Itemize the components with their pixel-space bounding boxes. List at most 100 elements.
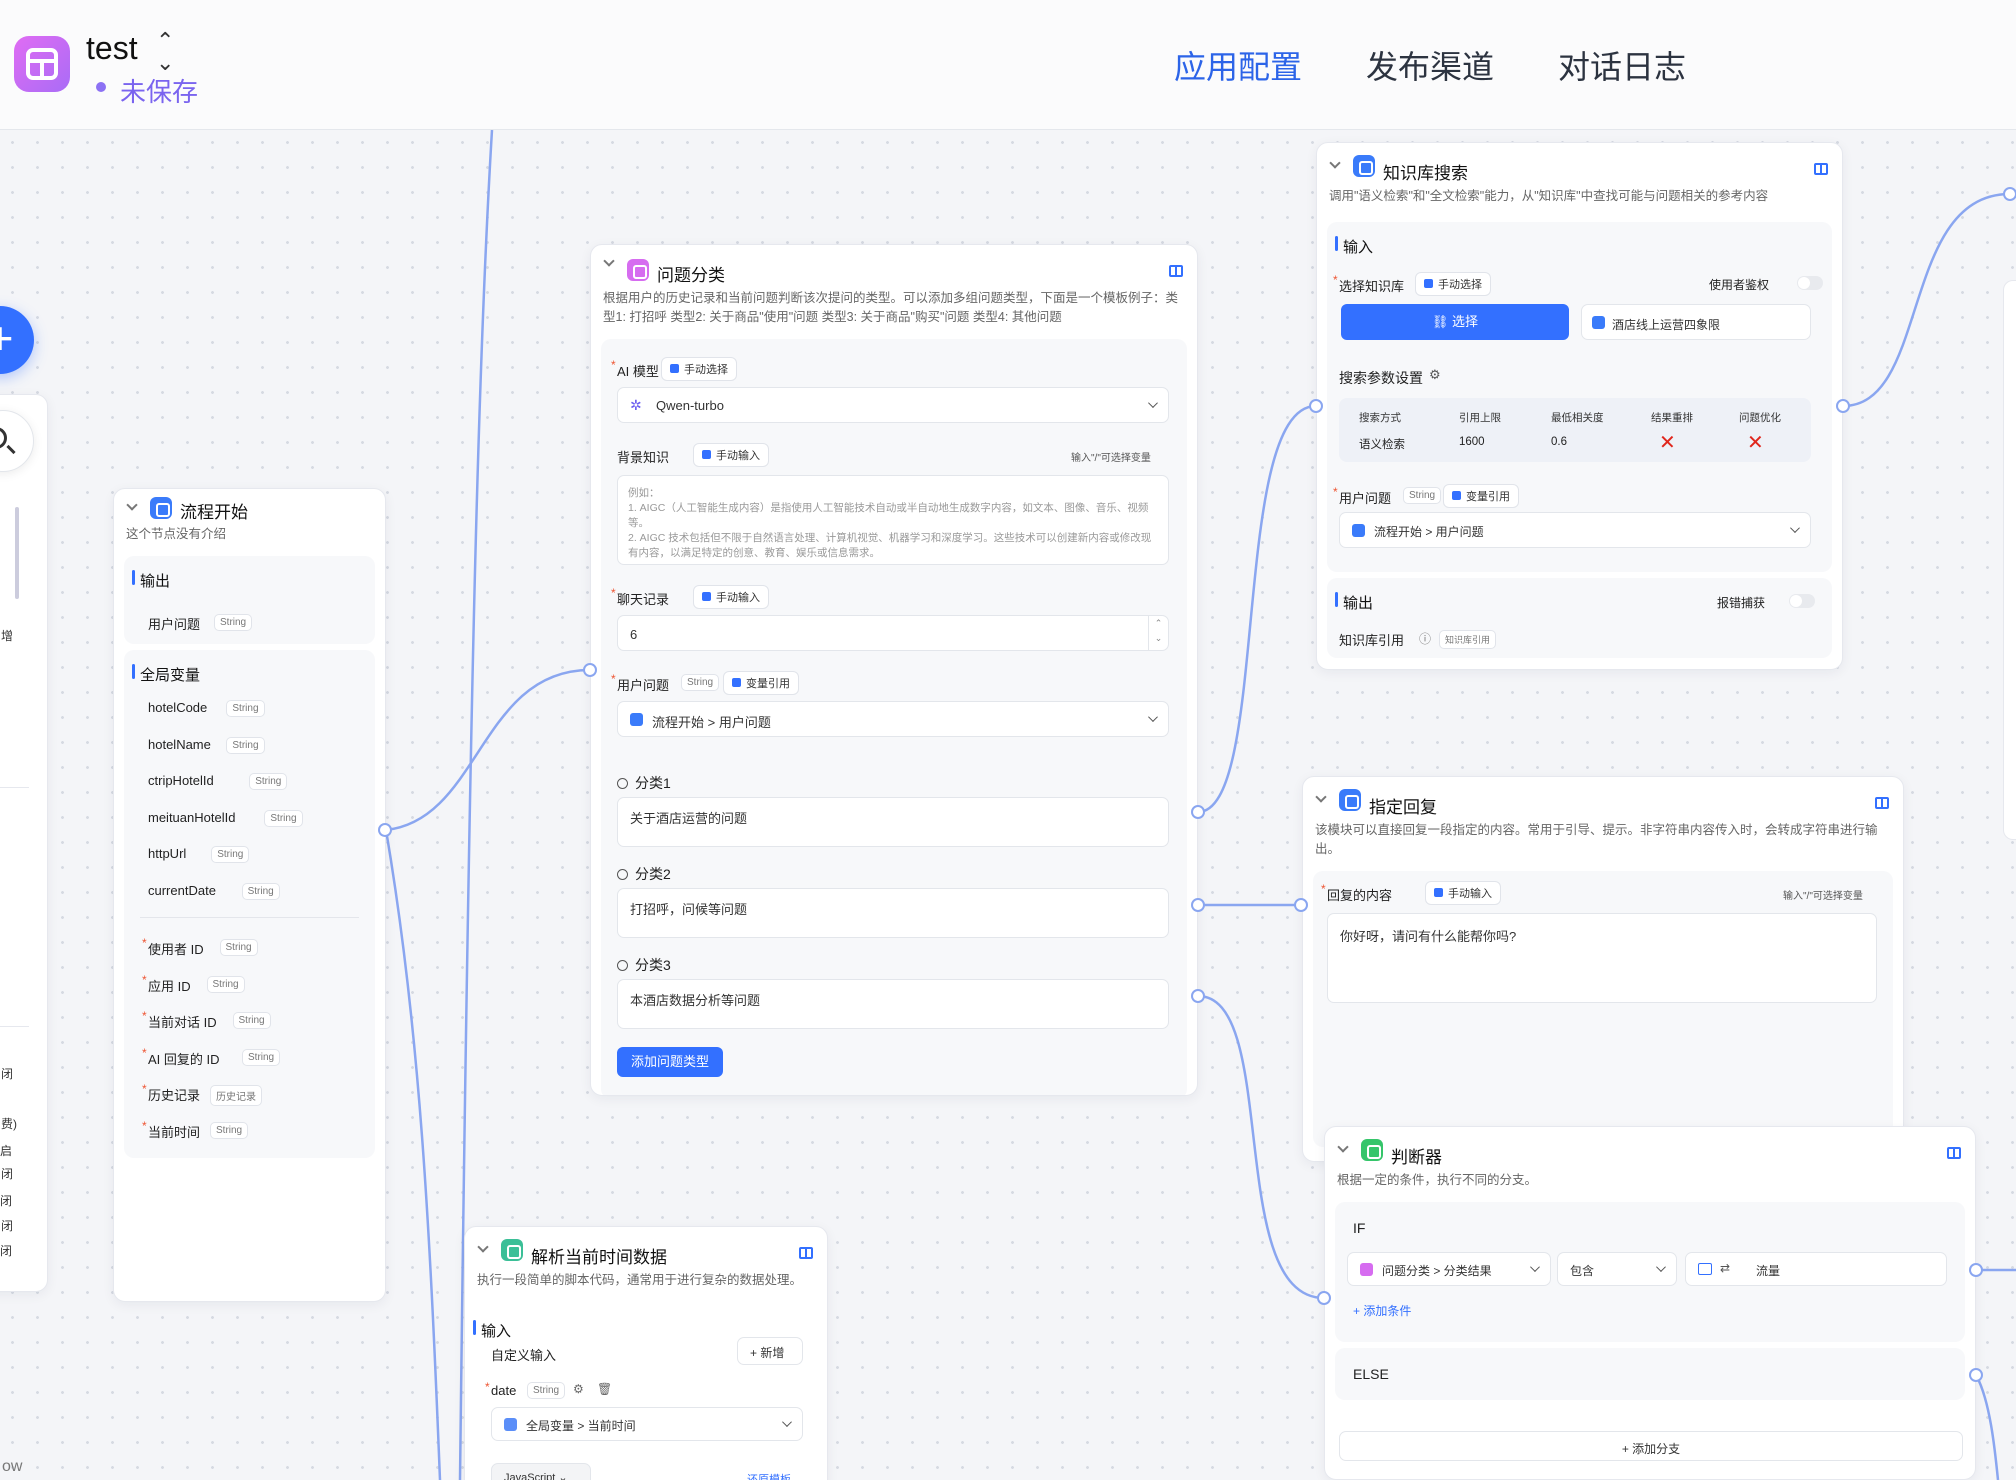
- chat-history-mode[interactable]: 手动输入: [693, 585, 769, 609]
- swap-icon[interactable]: ⇄: [1720, 1261, 1731, 1275]
- flow-start-icon: [1352, 524, 1365, 537]
- classify-input-handle[interactable]: [583, 663, 597, 677]
- restore-template-link[interactable]: 还原模板: [747, 1474, 791, 1480]
- else-output-handle[interactable]: [1969, 1368, 1983, 1382]
- docs-book-icon[interactable]: [1169, 265, 1183, 277]
- next-node-handle[interactable]: [2003, 187, 2016, 201]
- selected-kb-chip[interactable]: 酒店线上运营四象限: [1581, 304, 1811, 340]
- category3-handle[interactable]: [1191, 989, 1205, 1003]
- kb-input-handle[interactable]: [1309, 399, 1323, 413]
- var-value-select[interactable]: 全局变量 > 当前时间: [491, 1407, 803, 1441]
- reply-input-handle[interactable]: [1294, 898, 1308, 912]
- add-condition-link[interactable]: + 添加条件: [1353, 1304, 1412, 1318]
- global-var-name: httpUrl: [148, 846, 187, 861]
- left-edge-label: 闭: [0, 1244, 13, 1258]
- system-var-name: AI 回复的 ID: [142, 1046, 219, 1068]
- help-icon[interactable]: ⓘ: [1419, 632, 1432, 646]
- category-label[interactable]: 分类2: [617, 864, 671, 884]
- collapse-chevron-icon[interactable]: [603, 255, 615, 267]
- condition-value-input[interactable]: ⇄流量: [1685, 1252, 1947, 1286]
- user-question-mode[interactable]: 变量引用: [723, 671, 799, 695]
- if-label: IF: [1353, 1220, 1366, 1236]
- bg-knowledge-textarea[interactable]: 例如： 1. AIGC（人工智能生成内容）是指使用人工智能技术自动或半自动地生成…: [617, 475, 1169, 565]
- user-question-select[interactable]: 流程开始 > 用户问题: [617, 701, 1169, 737]
- collapse-chevron-icon[interactable]: [1329, 157, 1341, 169]
- chevron-updown-icon[interactable]: ⌃⌄: [156, 28, 175, 75]
- node-flow-start[interactable]: 流程开始 这个节点没有介绍 输出 用户问题 String 全局变量 hotelC…: [113, 488, 386, 1302]
- category-textarea[interactable]: 关于酒店运营的问题: [617, 797, 1169, 847]
- node-judge[interactable]: 判断器 根据一定的条件，执行不同的分支。 IF 问题分类 > 分类结果 包含 ⇄…: [1324, 1126, 1976, 1480]
- left-edge-label: 闭: [1, 1067, 14, 1081]
- condition-variable-select[interactable]: 问题分类 > 分类结果: [1347, 1252, 1551, 1286]
- docs-book-icon[interactable]: [799, 1247, 813, 1259]
- tab-app-config[interactable]: 应用配置: [1174, 49, 1303, 85]
- gear-icon[interactable]: ⚙: [573, 1382, 584, 1396]
- ai-model-select[interactable]: Qwen-turbo✲: [617, 387, 1169, 423]
- judge-input-handle[interactable]: [1317, 1291, 1331, 1305]
- global-var-type: String: [211, 846, 250, 863]
- chat-history-input[interactable]: 6⌃⌄: [617, 615, 1169, 651]
- category1-handle[interactable]: [1191, 805, 1205, 819]
- bg-knowledge-mode[interactable]: 手动输入: [693, 443, 769, 467]
- collapse-chevron-icon[interactable]: [1315, 791, 1327, 803]
- qwen-logo-icon: ✲: [630, 397, 642, 413]
- chat-history-label: 聊天记录: [611, 586, 669, 608]
- select-kb-mode[interactable]: 手动选择: [1415, 272, 1491, 296]
- docs-book-icon[interactable]: [1875, 797, 1889, 809]
- kb-output-handle[interactable]: [1836, 399, 1850, 413]
- reply-content-textarea[interactable]: 你好呀，请问有什么能帮你吗?: [1327, 913, 1877, 1003]
- node-code[interactable]: 解析当前时间数据 执行一段简单的脚本代码，通常用于进行复杂的数据处理。 输入 自…: [464, 1226, 828, 1480]
- tab-publish-channel[interactable]: 发布渠道: [1366, 49, 1495, 85]
- category-textarea[interactable]: 本酒店数据分析等问题: [617, 979, 1169, 1029]
- tab-chat-logs[interactable]: 对话日志: [1558, 49, 1687, 85]
- canvas-footer-text: ow: [2, 1458, 23, 1475]
- select-kb-button[interactable]: ⛓ 选择: [1341, 304, 1569, 340]
- condition-operator-select[interactable]: 包含: [1557, 1252, 1677, 1286]
- left-panel-scrollbar[interactable]: [15, 507, 19, 599]
- reply-content-mode[interactable]: 手动输入: [1425, 881, 1501, 905]
- node-kb-search[interactable]: 知识库搜索 调用"语义检索"和"全文检索"能力，从"知识库"中查找可能与问题相关…: [1316, 142, 1843, 670]
- global-var-name: ctripHotelId: [148, 773, 214, 788]
- node-specified-reply[interactable]: 指定回复 该模块可以直接回复一段指定的内容。常用于引导、提示。非字符串内容传入时…: [1302, 776, 1904, 1162]
- collapse-chevron-icon[interactable]: [126, 499, 138, 511]
- docs-book-icon[interactable]: [1814, 163, 1828, 175]
- left-edge-label: 增: [1, 629, 14, 643]
- add-input-button[interactable]: + 新增: [737, 1337, 803, 1365]
- collapse-chevron-icon[interactable]: [1337, 1141, 1349, 1153]
- category-textarea[interactable]: 打招呼，问候等问题: [617, 888, 1169, 938]
- trash-icon[interactable]: 🗑: [597, 1382, 613, 1396]
- edges-layer: [384, 130, 2016, 1480]
- category2-handle[interactable]: [1191, 898, 1205, 912]
- workflow-canvas[interactable]: + 增 闭 费) 闭 闭 启 闭 闭 ow 流程开始 这个节点没有介绍 输出 用…: [0, 130, 2016, 1480]
- collapse-chevron-icon[interactable]: [477, 1241, 489, 1253]
- global-var-type: String: [241, 882, 280, 900]
- if-output-handle[interactable]: [1969, 1263, 1983, 1277]
- add-branch-button[interactable]: + 添加分支: [1339, 1431, 1963, 1461]
- start-output-handle[interactable]: [378, 823, 392, 837]
- category-label[interactable]: 分类1: [617, 773, 671, 793]
- app-name[interactable]: test: [86, 30, 138, 66]
- section-title: 输入: [465, 1306, 827, 1341]
- kb-question-select[interactable]: 流程开始 > 用户问题: [1339, 512, 1811, 548]
- offscreen-node-edge: [2003, 280, 2016, 840]
- section-title: 全局变量: [124, 650, 375, 685]
- edge-start-down: [384, 829, 442, 1480]
- node-desc: 这个节点没有介绍: [126, 527, 227, 541]
- node-desc: 执行一段简单的脚本代码，通常用于进行复杂的数据处理。: [477, 1273, 803, 1287]
- global-var-type: String: [249, 773, 288, 790]
- error-capture-toggle[interactable]: [1789, 594, 1815, 608]
- search-icon: [0, 427, 7, 449]
- auth-toggle[interactable]: [1797, 276, 1823, 290]
- add-category-button[interactable]: 添加问题类型: [617, 1047, 723, 1077]
- settings-gear-icon[interactable]: ⚙: [1429, 367, 1441, 382]
- number-stepper[interactable]: ⌃⌄: [1148, 616, 1168, 650]
- docs-book-icon[interactable]: [1947, 1147, 1961, 1159]
- input-mode-icon[interactable]: [1698, 1263, 1712, 1275]
- node-question-classify[interactable]: 问题分类 根据用户的历史记录和当前问题判断该次提问的类型。可以添加多组问题类型，…: [590, 244, 1198, 1096]
- category-label[interactable]: 分类3: [617, 955, 671, 975]
- language-select[interactable]: JavaScript ⌄: [491, 1463, 591, 1480]
- ai-model-mode[interactable]: 手动选择: [661, 357, 737, 381]
- kb-question-mode[interactable]: 变量引用: [1443, 484, 1519, 508]
- system-var-name: 应用 ID: [142, 973, 191, 995]
